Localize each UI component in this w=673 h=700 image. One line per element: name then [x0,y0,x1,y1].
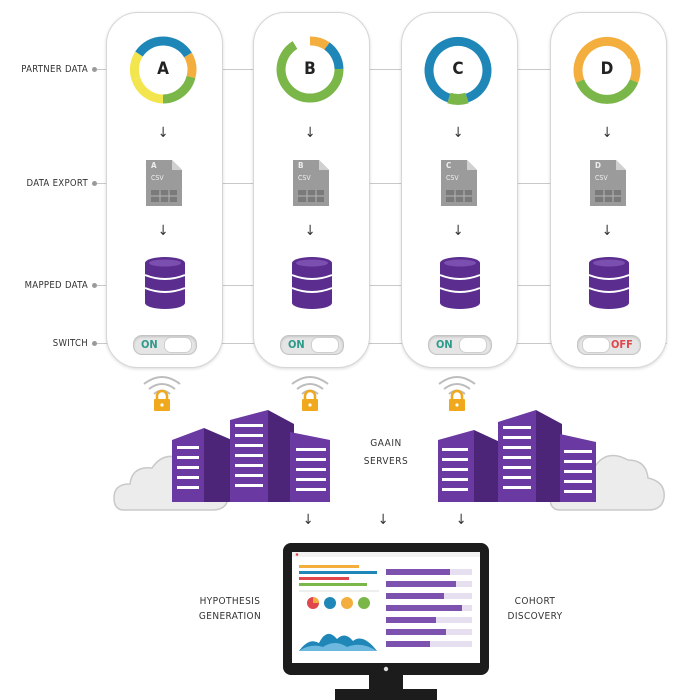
ring-chart-icon [573,36,641,104]
label-line: COHORT [514,596,556,607]
partner-column-a: A ↓ A CSV ↓ ON [106,12,223,368]
arrow-down: ↓ [304,223,316,239]
label-line: GENERATION [198,611,262,622]
toggle-knob [311,337,339,353]
file-type: CSV [151,174,164,182]
switch-label: ON [141,338,158,351]
ring-chart-icon [276,36,344,103]
switch-label: ON [436,338,453,351]
csv-file-icon [441,160,477,206]
wifi-lock-icon [438,376,476,411]
toggle-knob [164,337,192,353]
database-icon [439,257,481,309]
arrow-down: ↓ [452,223,464,239]
row-dot [92,341,97,346]
cohort-discovery-label: COHORT DISCOVERY [500,594,570,624]
label-line: DISCOVERY [507,611,563,622]
monitor-icon [283,543,489,700]
file-letter: A [151,161,157,170]
file-type: CSV [446,174,459,182]
switch-toggle-c[interactable]: ON [428,335,492,355]
row-label-data-export: DATA EXPORT [26,178,88,189]
server-building-icon [438,410,596,502]
partner-column-d: D ↓ D CSV ↓ OFF [550,12,667,368]
file-letter: D [595,161,601,170]
partner-letter: C [452,59,464,79]
row-label-partner-data: PARTNER DATA [21,64,88,75]
database-icon [588,257,630,309]
ring-chart-icon [424,37,492,105]
arrow-down: ↓ [601,223,613,239]
partner-column-b: B ↓ B CSV ↓ ON [253,12,370,368]
row-label-mapped-data: MAPPED DATA [24,280,88,291]
row-dot [92,67,97,72]
server-building-icon [172,410,330,502]
partner-column-c: C ↓ C CSV ↓ ON [401,12,518,368]
database-icon [291,257,333,309]
csv-file-icon [293,160,329,206]
arrow-down: ↓ [157,125,169,141]
arrow-down: ↓ [452,125,464,141]
arrow-down: ↓ [157,223,169,239]
row-label-switch: SWITCH [52,338,88,349]
row-line-mapped [97,285,667,286]
ring-chart-icon [129,36,197,104]
row-line-export [97,183,667,184]
row-dot [92,283,97,288]
switch-label: ON [288,338,305,351]
arrow-down: ↓ [601,125,613,141]
csv-file-icon [590,160,626,206]
toggle-knob [459,337,487,353]
arrow-down: ↓ [455,512,467,528]
row-line-partner [97,69,667,70]
switch-toggle-d[interactable]: OFF [577,335,641,355]
servers-label-line1: GAAIN [370,438,402,449]
arrow-down: ↓ [304,125,316,141]
arrow-down: ↓ [302,512,314,528]
switch-toggle-b[interactable]: ON [280,335,344,355]
partner-letter: A [157,59,169,79]
partner-letter: B [304,59,316,79]
servers-label-line2: SERVERS [363,456,409,467]
file-letter: B [298,161,304,170]
wifi-lock-icon [291,376,329,411]
label-line: HYPOTHESIS [199,596,261,607]
database-icon [144,257,186,309]
file-type: CSV [298,174,311,182]
hypothesis-generation-label: HYPOTHESIS GENERATION [190,594,270,624]
file-letter: C [446,161,452,170]
row-dot [92,181,97,186]
wifi-lock-icon [143,376,181,411]
row-line-switch [97,343,667,344]
csv-file-icon [146,160,182,206]
switch-toggle-a[interactable]: ON [133,335,197,355]
toggle-knob [582,337,610,353]
switch-label: OFF [611,338,633,351]
arrow-down: ↓ [377,512,389,528]
partner-letter: D [600,59,614,79]
file-type: CSV [595,174,608,182]
